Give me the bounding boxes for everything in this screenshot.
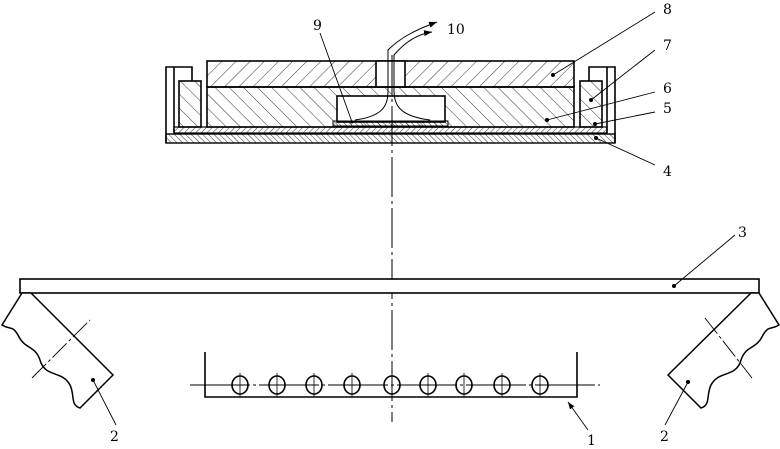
tank-1: [204, 352, 578, 398]
label-7: 7: [663, 38, 672, 54]
layer-5: [173, 126, 608, 134]
label-6: 6: [663, 81, 672, 97]
label-8: 8: [663, 2, 672, 18]
leader-lines: [92, 11, 736, 431]
layer-4: [165, 133, 616, 144]
label-3: 3: [738, 225, 747, 241]
label-2-left: 2: [110, 429, 119, 445]
left-frame: [165, 66, 193, 143]
right-support-axis: [704, 317, 753, 379]
side-block-7-left: [178, 80, 202, 128]
plate-slot: [375, 60, 406, 88]
label-5: 5: [663, 101, 672, 117]
nozzle: [383, 375, 401, 395]
left-support-axis: [31, 319, 91, 379]
top-assembly: [165, 21, 616, 144]
label-4: 4: [663, 164, 672, 180]
label-9: 9: [313, 18, 322, 34]
label-1: 1: [587, 433, 596, 449]
right-frame: [588, 66, 616, 143]
side-block-7-right: [579, 80, 603, 128]
right-support-2: [666, 292, 780, 409]
cavity: [336, 95, 446, 123]
label-10: 10: [447, 22, 465, 38]
left-support-2: [0, 292, 115, 409]
flow-curve-1: [354, 21, 438, 121]
item-9: [332, 120, 449, 127]
label-2-right: 2: [660, 429, 669, 445]
bar-3: [19, 278, 760, 294]
flow-curve-2: [393, 30, 433, 121]
